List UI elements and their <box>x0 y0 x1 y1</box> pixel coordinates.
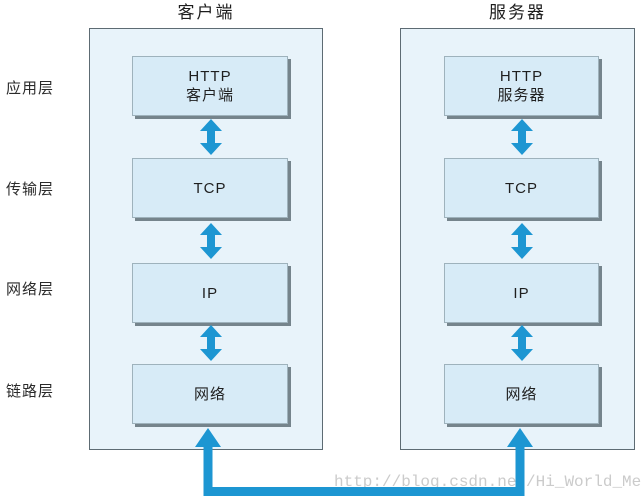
client-stack-panel: HTTP 客户端 TCP IP 网络 <box>89 28 323 450</box>
protocol-box-ip-client: IP <box>132 263 288 323</box>
protocol-box-http-server: HTTP 服务器 <box>444 56 599 116</box>
protocol-box-network-server: 网络 <box>444 364 599 424</box>
column-title-server: 服务器 <box>489 3 546 22</box>
protocol-box-tcp-server: TCP <box>444 158 599 218</box>
layer-label-transport: 传输层 <box>6 181 55 198</box>
server-stack-panel: HTTP 服务器 TCP IP 网络 <box>400 28 635 450</box>
protocol-box-ip-server: IP <box>444 263 599 323</box>
protocol-box-network-client: 网络 <box>132 364 288 424</box>
layer-label-link: 链路层 <box>6 383 55 400</box>
double-arrow-icon <box>200 325 222 361</box>
column-title-client: 客户端 <box>177 3 235 22</box>
protocol-box-tcp-client: TCP <box>132 158 288 218</box>
protocol-box-http-client: HTTP 客户端 <box>132 56 288 116</box>
double-arrow-icon <box>511 119 533 155</box>
layer-label-application: 应用层 <box>6 80 55 97</box>
double-arrow-icon <box>511 325 533 361</box>
double-arrow-icon <box>200 223 222 259</box>
double-arrow-icon <box>511 223 533 259</box>
layer-label-network: 网络层 <box>6 281 55 298</box>
watermark-text: http://blog.csdn.net/Hi_World_Me <box>334 473 642 491</box>
double-arrow-icon <box>200 119 222 155</box>
